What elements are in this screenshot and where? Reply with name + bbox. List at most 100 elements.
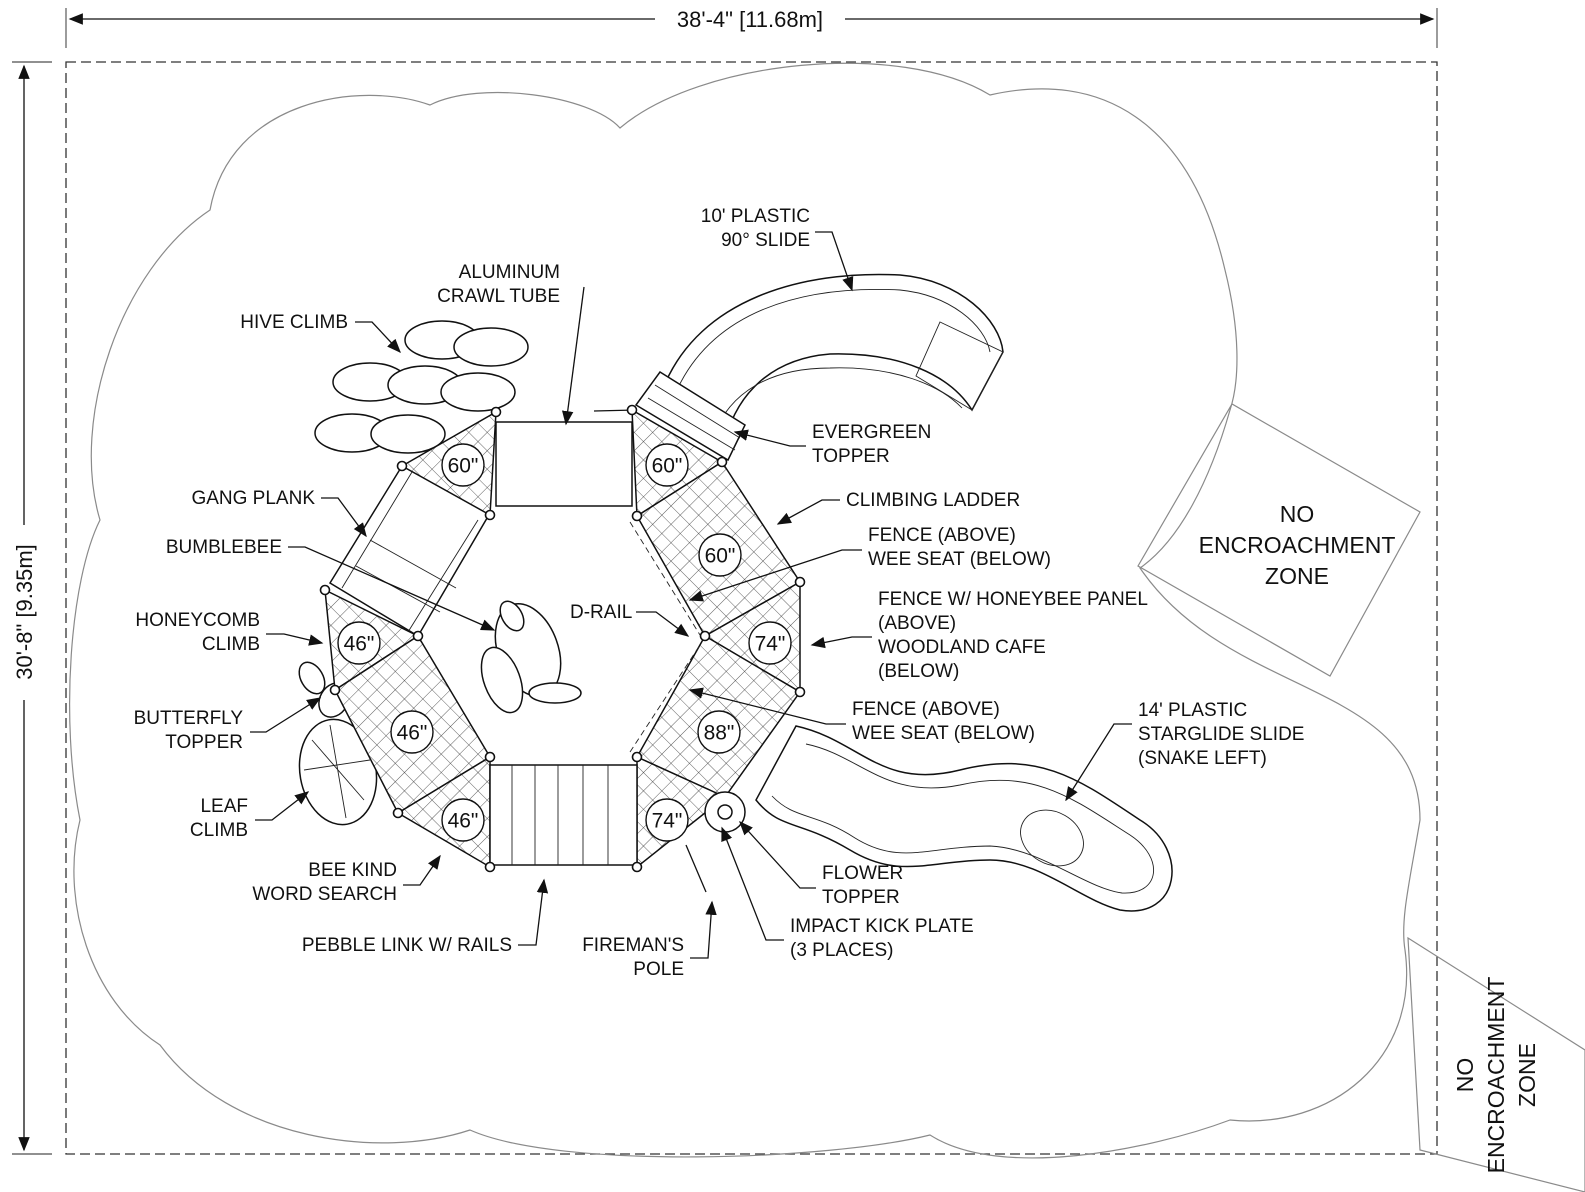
bumblebee-spring-rider [480, 600, 582, 714]
butterfly-topper-label-1: BUTTERFLY [134, 708, 244, 729]
honeybee-panel-label-1: FENCE W/ HONEYBEE PANEL [878, 589, 1148, 610]
deck-height-label: 60" [705, 545, 736, 568]
firemans-pole-label-1: FIREMAN'S [582, 935, 684, 956]
no-encroachment-right-line3: ZONE [1265, 563, 1329, 589]
fence-wee-seat-2-label-2: WEE SEAT (BELOW) [852, 723, 1035, 744]
callout-d-rail: D-RAIL [570, 602, 690, 637]
callout-bee-kind-word-search: BEE KIND WORD SEARCH [252, 854, 441, 905]
starglide-slide-label-3: (SNAKE LEFT) [1138, 748, 1267, 769]
callout-leaf-climb: LEAF CLIMB [190, 791, 310, 841]
callout-climbing-ladder: CLIMBING LADDER [776, 490, 1020, 525]
honeybee-panel-label-3: WOODLAND CAFE [878, 637, 1046, 658]
bumblebee-label: BUMBLEBEE [166, 537, 282, 558]
deck-height-badge: 46" [337, 621, 381, 665]
height-dimension-label: 30'-8" [9.35m] [12, 544, 37, 680]
climbing-ladder-label: CLIMBING LADDER [846, 490, 1020, 511]
deck-height-label: 60" [448, 455, 479, 478]
flower-topper-label-1: FLOWER [822, 863, 903, 884]
deck-height-label: 46" [448, 810, 479, 833]
callout-gang-plank: GANG PLANK [191, 488, 367, 538]
deck-height-label: 46" [397, 722, 428, 745]
deck-height-badge: 60" [698, 533, 742, 577]
deck-height-badge: 60" [645, 443, 689, 487]
no-encroachment-corner-text: NO ENCROACHMENT ZONE [1452, 977, 1540, 1174]
aluminum-crawl-tube [495, 421, 633, 507]
plastic-90-slide [663, 273, 1004, 442]
deck-height-label: 88" [704, 722, 735, 745]
fence-wee-seat-1-label-1: FENCE (ABOVE) [868, 525, 1016, 546]
pebble-link-bridge [489, 764, 638, 866]
deck-height-label: 46" [344, 633, 375, 656]
pebble-link-label: PEBBLE LINK W/ RAILS [302, 935, 512, 956]
deck-height-label: 60" [652, 455, 683, 478]
height-dimension: 30'-8" [9.35m] [12, 61, 52, 1155]
callout-pebble-link: PEBBLE LINK W/ RAILS [302, 878, 549, 956]
deck-height-badge: 74" [748, 621, 792, 665]
firemans-pole-label-2: POLE [633, 959, 684, 980]
no-encroachment-corner-line1: NO [1452, 1058, 1478, 1093]
evergreen-topper-label-2: TOPPER [812, 446, 890, 467]
plastic-slide-label-2: 90° SLIDE [721, 230, 810, 251]
plastic-slide-label-1: 10' PLASTIC [701, 206, 810, 227]
butterfly-topper-label-2: TOPPER [165, 732, 243, 753]
gang-plank-label: GANG PLANK [191, 488, 315, 509]
leaf-climb-label-1: LEAF [200, 796, 248, 817]
callout-honeycomb-climb: HONEYCOMB CLIMB [135, 610, 324, 655]
deck-height-badge: 46" [441, 798, 485, 842]
callout-fence-wee-seat-2: FENCE (ABOVE) WEE SEAT (BELOW) [688, 687, 1035, 744]
evergreen-topper-label-1: EVERGREEN [812, 422, 931, 443]
impact-kick-plate-label-1: IMPACT KICK PLATE [790, 916, 974, 937]
callout-fence-wee-seat-1: FENCE (ABOVE) WEE SEAT (BELOW) [688, 525, 1051, 602]
starglide-slide-label-2: STARGLIDE SLIDE [1138, 724, 1304, 745]
bee-kind-label-2: WORD SEARCH [252, 884, 397, 905]
no-encroachment-right-line1: NO [1280, 501, 1315, 527]
deck-height-badge: 46" [390, 710, 434, 754]
deck-height-badge: 74" [645, 798, 689, 842]
width-dimension-label: 38'-4" [11.68m] [677, 7, 823, 32]
callout-starglide-slide: 14' PLASTIC STARGLIDE SLIDE (SNAKE LEFT) [1065, 700, 1304, 802]
honeycomb-climb-label-1: HONEYCOMB [135, 610, 260, 631]
no-encroachment-zone-corner [1407, 936, 1585, 1192]
crawl-tube-label-2: CRAWL TUBE [437, 286, 560, 307]
deck-height-badge: 60" [441, 443, 485, 487]
flower-topper [704, 791, 746, 833]
callout-firemans-pole: FIREMAN'S POLE [582, 844, 717, 980]
use-zone-outline [69, 62, 1421, 1159]
callout-evergreen-topper: EVERGREEN TOPPER [733, 422, 931, 467]
leaf-climb-label-2: CLIMB [190, 820, 248, 841]
callout-impact-kick-plate: IMPACT KICK PLATE (3 PLACES) [721, 826, 974, 961]
callout-plastic-slide: 10' PLASTIC 90° SLIDE [701, 206, 854, 292]
deck-height-label: 74" [755, 633, 786, 656]
callout-butterfly-topper: BUTTERFLY TOPPER [134, 697, 322, 753]
callout-hive-climb: HIVE CLIMB [240, 312, 401, 354]
no-encroachment-corner-line3: ZONE [1514, 1043, 1540, 1107]
callout-flower-topper: FLOWER TOPPER [739, 820, 903, 908]
deck-height-badge: 88" [697, 710, 741, 754]
deck-posts [319, 404, 806, 873]
no-encroachment-zone-right [1137, 403, 1421, 677]
d-rail-label: D-RAIL [570, 602, 632, 623]
callout-bumblebee: BUMBLEBEE [166, 537, 496, 631]
starglide-slide-label-1: 14' PLASTIC [1138, 700, 1247, 721]
deck-height-badges: 60" 60" 60" 46" 74" 46" 88" 46" 74" [337, 443, 792, 842]
impact-kick-plate-label-2: (3 PLACES) [790, 940, 893, 961]
bee-kind-label-1: BEE KIND [308, 860, 397, 881]
width-dimension: 38'-4" [11.68m] [65, 7, 1438, 48]
deck-height-label: 74" [652, 810, 683, 833]
flower-topper-label-2: TOPPER [822, 887, 900, 908]
honeycomb-climb-label-2: CLIMB [202, 634, 260, 655]
crawl-tube-label-1: ALUMINUM [459, 262, 560, 283]
no-encroachment-right-line2: ENCROACHMENT [1199, 532, 1396, 558]
callout-crawl-tube: ALUMINUM CRAWL TUBE [437, 262, 585, 426]
honeybee-panel-label-2: (ABOVE) [878, 613, 956, 634]
site-boundary [65, 61, 1438, 1155]
fence-wee-seat-2-label-1: FENCE (ABOVE) [852, 699, 1000, 720]
fence-wee-seat-1-label-2: WEE SEAT (BELOW) [868, 549, 1051, 570]
callout-honeybee-panel: FENCE W/ HONEYBEE PANEL (ABOVE) WOODLAND… [810, 589, 1148, 682]
honeybee-panel-label-4: (BELOW) [878, 661, 959, 682]
evergreen-topper [593, 370, 746, 462]
hive-climb-label: HIVE CLIMB [240, 312, 348, 333]
starglide-slide [755, 725, 1173, 912]
hive-climb [314, 320, 529, 454]
